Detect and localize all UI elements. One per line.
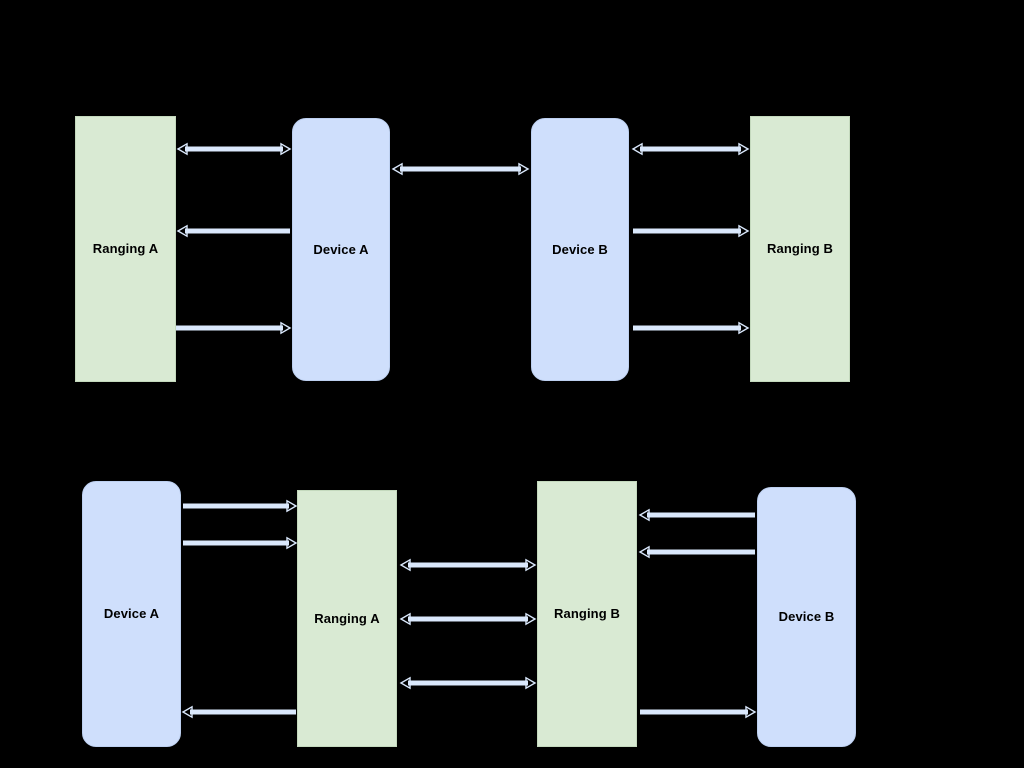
arrow-t4-both (391, 162, 530, 176)
node-label: Device A (313, 241, 369, 257)
arrow-head-right (286, 499, 298, 513)
arrow-head-left (176, 142, 188, 156)
arrow-head-left (631, 142, 643, 156)
arrow-t1-both (176, 142, 292, 156)
arrow-head-right (286, 536, 298, 550)
arrow-head-left (391, 162, 403, 176)
arrow-b6-both (399, 676, 537, 690)
arrow-b8-left (638, 545, 755, 559)
node-label: Device A (103, 606, 160, 622)
node-bot-device-b[interactable]: Device B (757, 487, 856, 747)
node-label: Ranging B (554, 606, 620, 622)
node-bot-ranging-a[interactable]: Ranging A (297, 490, 397, 747)
arrow-b2-right (183, 536, 298, 550)
arrow-b4-both (399, 558, 537, 572)
arrow-head-right (738, 142, 750, 156)
arrow-t3-right (176, 321, 292, 335)
arrow-head-right (525, 676, 537, 690)
arrow-b1-right (183, 499, 298, 513)
node-label: Device B (778, 609, 835, 625)
arrow-head-left (399, 676, 411, 690)
arrow-head-left (638, 545, 650, 559)
node-bot-device-a[interactable]: Device A (82, 481, 181, 747)
node-label: Ranging B (767, 241, 833, 257)
arrow-b5-both (399, 612, 537, 626)
arrow-head-right (280, 321, 292, 335)
arrow-head-left (176, 224, 188, 238)
node-top-device-b[interactable]: Device B (531, 118, 629, 381)
node-top-ranging-a[interactable]: Ranging A (75, 116, 176, 382)
arrow-head-right (525, 558, 537, 572)
arrow-b7-left (638, 508, 755, 522)
arrow-head-left (181, 705, 193, 719)
arrow-t2-left (176, 224, 290, 238)
arrow-head-right (738, 224, 750, 238)
node-bot-ranging-b[interactable]: Ranging B (537, 481, 637, 747)
arrow-head-left (399, 558, 411, 572)
arrow-head-right (745, 705, 757, 719)
arrow-head-right (738, 321, 750, 335)
arrow-b3-left (181, 705, 296, 719)
node-top-ranging-b[interactable]: Ranging B (750, 116, 850, 382)
node-label: Ranging A (92, 241, 159, 257)
node-label: Ranging A (314, 610, 380, 626)
arrow-head-right (280, 142, 292, 156)
arrow-head-left (638, 508, 650, 522)
arrow-head-right (525, 612, 537, 626)
arrow-t6-right (633, 224, 750, 238)
arrow-head-right (518, 162, 530, 176)
node-top-device-a[interactable]: Device A (292, 118, 390, 381)
arrow-b9-right (640, 705, 757, 719)
arrow-t5-both (631, 142, 750, 156)
arrow-head-left (399, 612, 411, 626)
node-label: Device B (552, 241, 608, 257)
arrow-t7-right (633, 321, 750, 335)
